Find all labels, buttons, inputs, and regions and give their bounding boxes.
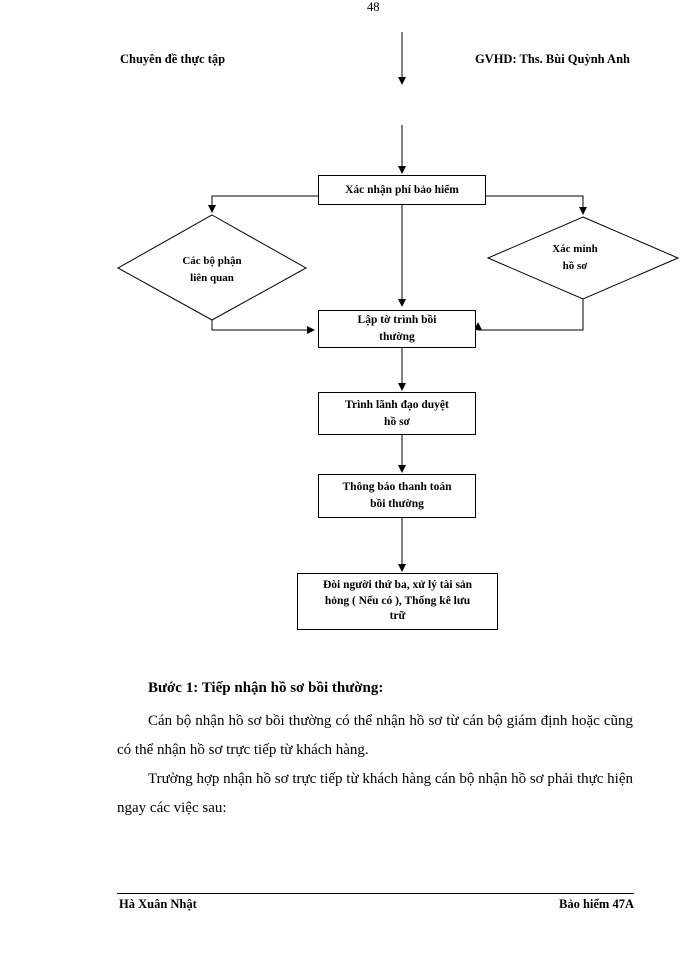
header-right: GVHD: Ths. Bùi Quỳnh Anh [474, 52, 630, 66]
approval-box: Trình lãnh đạo duyệt hồ sơ [318, 392, 476, 435]
footer-right: Bảo hiểm 47A [559, 897, 634, 911]
arrow-left-diamond-to-report [211, 320, 315, 334]
flowchart-connectors [116, 32, 680, 572]
footer-left: Hà Xuân Nhật [119, 897, 197, 911]
claim-report-box: Lập tờ trình bồi thường [318, 310, 476, 348]
step-heading: Bước 1: Tiếp nhận hồ sơ bồi thường: [148, 680, 384, 696]
payment-notice-label: Thông báo thanh toán bồi thường [342, 481, 452, 510]
fee-confirmation-box: Xác nhận phí bảo hiểm [318, 175, 486, 205]
arrow-right-diamond-to-report [474, 299, 584, 331]
diamond-related-depts-label: Các bộ phận liên quan [182, 255, 242, 284]
paragraph: Cán bộ nhận hồ sơ bồi thường có thể nhận… [117, 713, 633, 758]
payment-notice-box: Thông báo thanh toán bồi thường [318, 474, 476, 518]
header-left: Chuyên đề thực tập [120, 52, 226, 66]
diamond-verify-docs-label: Xác minh hồ sơ [552, 243, 598, 272]
approval-label: Trình lãnh đạo duyệt hồ sơ [345, 398, 449, 428]
arrow-to-right-diamond [486, 195, 587, 215]
arrow-to-left-diamond [208, 195, 318, 213]
page-number: 48 [367, 0, 380, 14]
fee-confirmation-label: Xác nhận phí bảo hiểm [345, 183, 459, 196]
third-party-box: Đòi người thứ ba, xử lý tài sản hỏng ( N… [297, 573, 498, 630]
footer-divider [117, 893, 634, 894]
paragraph: Trường hợp nhận hồ sơ trực tiếp từ khách… [117, 771, 633, 816]
claim-report-label: Lập tờ trình bồi thường [357, 314, 437, 343]
third-party-label: Đòi người thứ ba, xử lý tài sản hỏng ( N… [322, 579, 473, 623]
